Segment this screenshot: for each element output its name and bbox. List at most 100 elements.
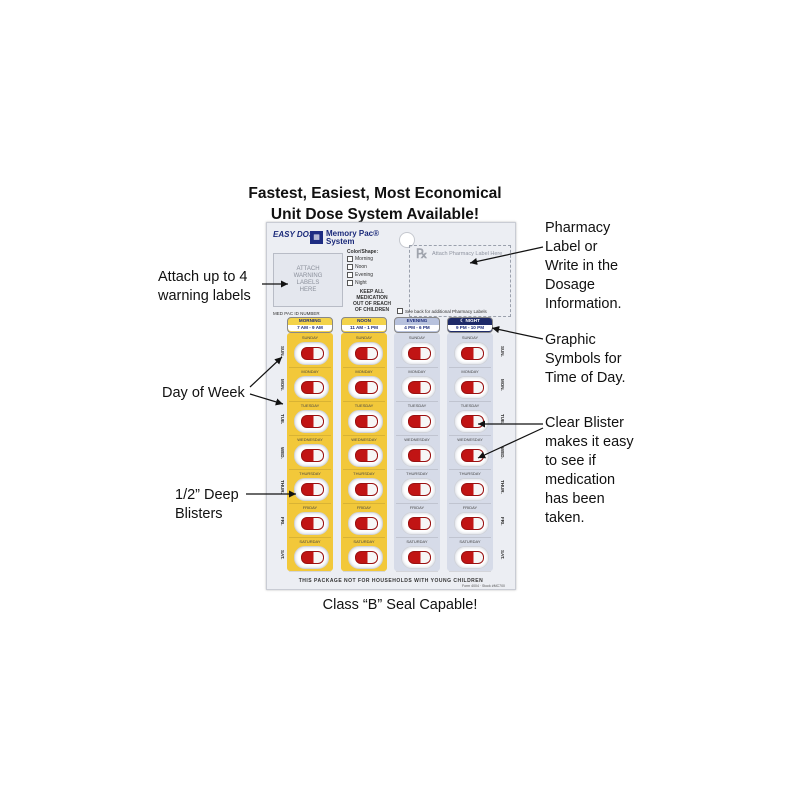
- blister-cell[interactable]: SUNDAY: [289, 334, 331, 368]
- blister-cell[interactable]: WEDNESDAY: [343, 436, 385, 470]
- legend-row: Morning: [347, 255, 397, 263]
- cell-day-name: SUNDAY: [301, 335, 319, 340]
- callout-deep-blisters: 1/2” Deep Blisters: [175, 486, 239, 524]
- cell-day-name: THURSDAY: [406, 471, 428, 476]
- time-name: MORNING: [298, 318, 322, 323]
- blister-cell[interactable]: TUESDAY: [289, 402, 331, 436]
- blister-bubble: [294, 376, 329, 399]
- blister-bubble: [294, 444, 329, 467]
- blister-cell[interactable]: TUESDAY: [396, 402, 438, 436]
- blister-bubble: [348, 546, 383, 569]
- capsule-icon: [461, 517, 484, 530]
- cell-day-name: THURSDAY: [353, 471, 375, 476]
- time-name: EVENING: [406, 318, 428, 323]
- blister-bubble: [348, 512, 383, 535]
- blister-cell[interactable]: SUNDAY: [343, 334, 385, 368]
- blister-cell[interactable]: MONDAY: [289, 368, 331, 402]
- callout-line: makes it easy: [545, 434, 634, 450]
- blister-cell[interactable]: FRIDAY: [449, 504, 491, 538]
- child-warning-text: THIS PACKAGE NOT FOR HOUSEHOLDS WITH YOU…: [298, 578, 484, 584]
- callout-line: Blisters: [175, 506, 223, 522]
- keep-out-of-reach: KEEP ALL MEDICATION OUT OF REACH OF CHIL…: [347, 289, 397, 313]
- capsule-icon: [355, 381, 378, 394]
- capsule-icon: [461, 415, 484, 428]
- brand-line-1: Memory Pac®: [326, 229, 380, 238]
- blister-cell[interactable]: FRIDAY: [289, 504, 331, 538]
- cell-day-name: FRIDAY: [302, 505, 318, 510]
- legend-label: Morning: [355, 256, 374, 262]
- pharmacy-label-text: Attach Pharmacy Label Here: [432, 251, 503, 257]
- blister-bubble: [348, 478, 383, 501]
- day-label: FRI.: [280, 516, 285, 526]
- blister-cell[interactable]: FRIDAY: [343, 504, 385, 538]
- capsule-icon: [461, 483, 484, 496]
- blister-cell[interactable]: SUNDAY: [449, 334, 491, 368]
- callout-line: Write in the: [545, 258, 619, 274]
- blister-cell[interactable]: THURSDAY: [449, 470, 491, 504]
- blister-cell[interactable]: SATURDAY: [449, 538, 491, 572]
- cell-day-name: SATURDAY: [459, 539, 481, 544]
- blister-cell[interactable]: SATURDAY: [396, 538, 438, 572]
- capsule-icon: [408, 347, 431, 360]
- blister-cell[interactable]: MONDAY: [396, 368, 438, 402]
- blister-bubble: [348, 376, 383, 399]
- legend-row: Noon: [347, 263, 397, 271]
- callout-line: has been: [545, 491, 605, 507]
- callout-line: Clear Blister: [545, 415, 624, 431]
- blister-cell[interactable]: WEDNESDAY: [396, 436, 438, 470]
- day-label: TUE.: [500, 413, 505, 425]
- blister-bubble: [454, 512, 489, 535]
- blister-cell[interactable]: TUESDAY: [449, 402, 491, 436]
- blister-cell[interactable]: WEDNESDAY: [449, 436, 491, 470]
- blister-card: EASY DOSE ▦ Memory Pac® System ATTACH WA…: [266, 222, 516, 590]
- callout-line: Dosage: [545, 277, 595, 293]
- capsule-icon: [461, 347, 484, 360]
- keep-line: OF CHILDREN: [354, 307, 390, 313]
- day-label: SUN.: [500, 345, 505, 357]
- cell-day-name: TUESDAY: [460, 403, 480, 408]
- blister-bubble: [348, 444, 383, 467]
- blister-cell[interactable]: SATURDAY: [343, 538, 385, 572]
- easy-dose-logo: EASY DOSE: [273, 231, 320, 239]
- callout-line: 1/2” Deep: [175, 487, 239, 503]
- cell-day-name: WEDNESDAY: [297, 437, 323, 442]
- blister-bubble: [454, 478, 489, 501]
- capsule-icon: [408, 483, 431, 496]
- blister-cell[interactable]: SATURDAY: [289, 538, 331, 572]
- capsule-icon: [408, 551, 431, 564]
- legend-title: Color/Shape:: [347, 249, 379, 255]
- logo-text: EASY DOSE: [273, 230, 320, 239]
- time-name: ☾ NIGHT: [460, 318, 480, 323]
- blister-cell[interactable]: THURSDAY: [289, 470, 331, 504]
- capsule-icon: [355, 347, 378, 360]
- cell-day-name: MONDAY: [355, 369, 373, 374]
- blister-cell[interactable]: THURSDAY: [343, 470, 385, 504]
- checkbox-icon: [397, 308, 403, 314]
- cell-day-name: SUNDAY: [461, 335, 479, 340]
- blister-cell[interactable]: MONDAY: [449, 368, 491, 402]
- legend-row: Night: [347, 279, 397, 287]
- blister-bubble: [401, 546, 436, 569]
- checkbox-icon: [347, 272, 353, 278]
- blister-cell[interactable]: TUESDAY: [343, 402, 385, 436]
- day-label: MON.: [500, 379, 505, 391]
- blister-cell[interactable]: FRIDAY: [396, 504, 438, 538]
- blister-cell[interactable]: THURSDAY: [396, 470, 438, 504]
- blister-cell[interactable]: WEDNESDAY: [289, 436, 331, 470]
- cell-day-name: MONDAY: [461, 369, 479, 374]
- blister-cell[interactable]: MONDAY: [343, 368, 385, 402]
- callout-line: Graphic: [545, 332, 596, 348]
- see-back-text: See back for additional Pharmacy Labels: [405, 308, 487, 314]
- cell-day-name: FRIDAY: [356, 505, 372, 510]
- day-label: MON.: [280, 379, 285, 391]
- blister-bubble: [401, 410, 436, 433]
- blister-cell[interactable]: SUNDAY: [396, 334, 438, 368]
- cell-day-name: SUNDAY: [408, 335, 426, 340]
- callout-line: Attach up to 4: [158, 269, 248, 285]
- capsule-icon: [461, 449, 484, 462]
- checkbox-icon: [347, 264, 353, 270]
